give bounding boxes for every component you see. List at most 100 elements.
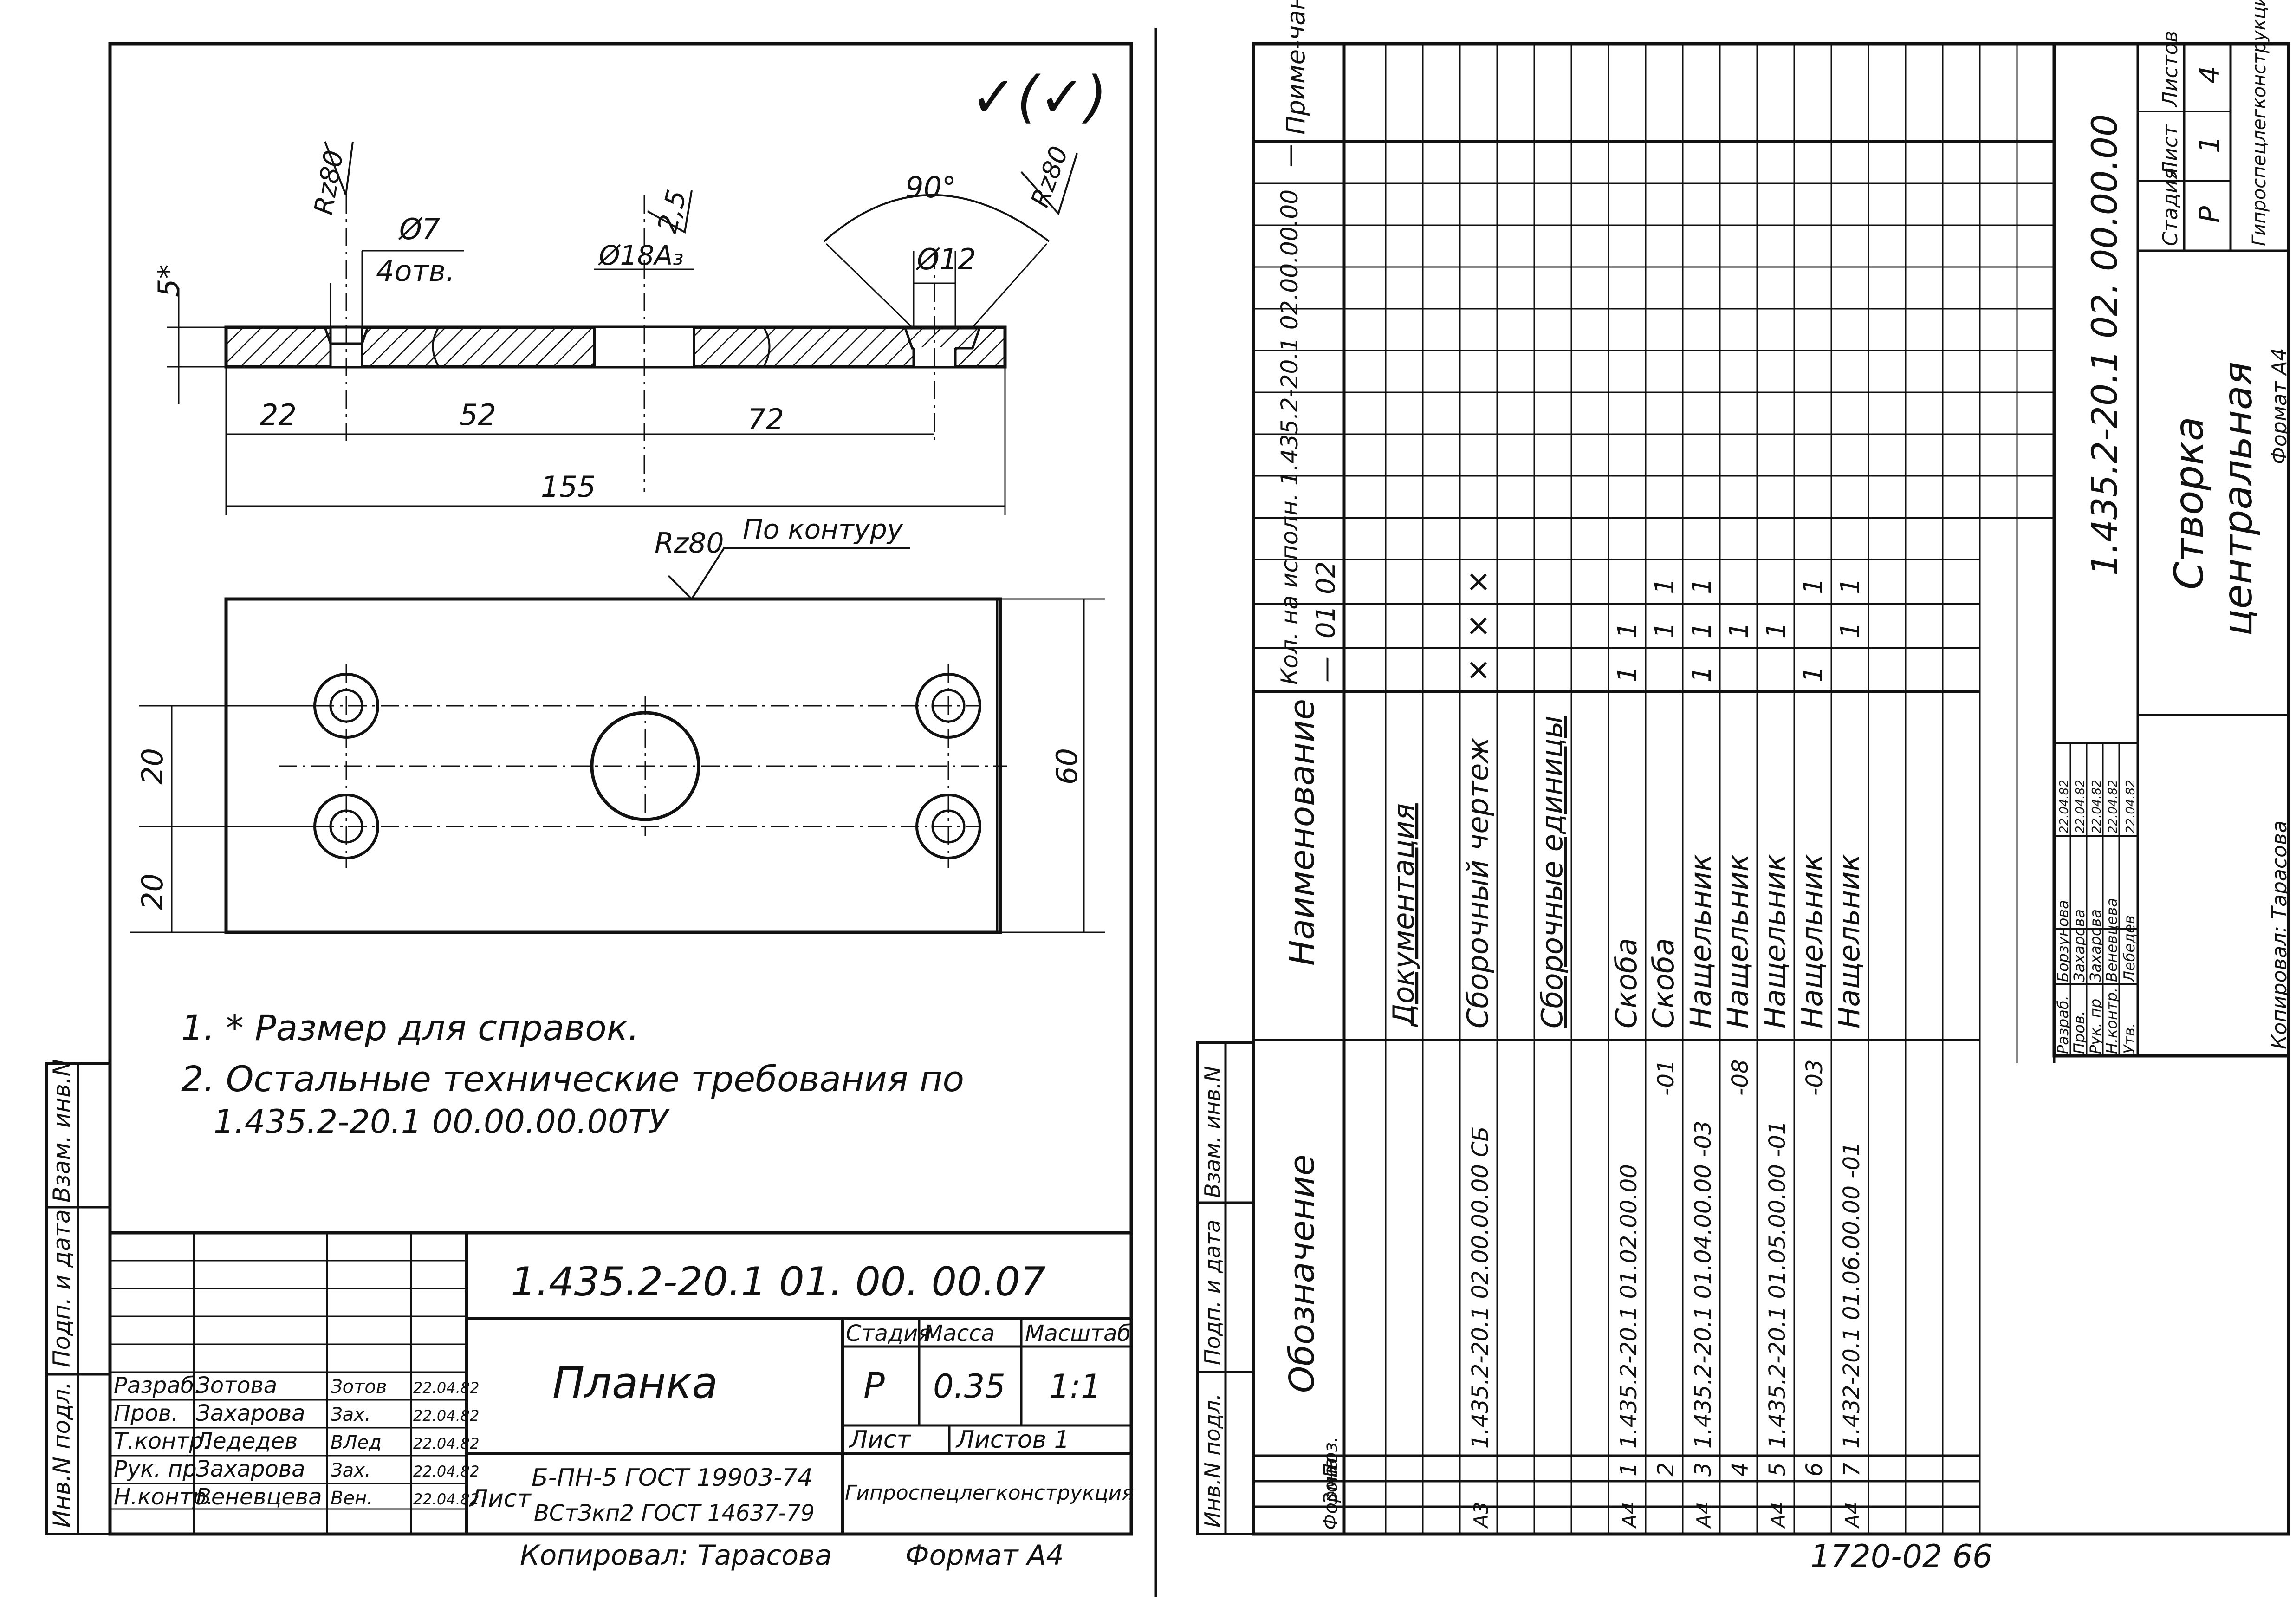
spec-table xyxy=(1252,42,2056,1534)
spec-row-qty-1: 1 xyxy=(1613,622,1643,638)
spec-row: Документация xyxy=(1387,803,1420,1028)
left-stamp-sign: Подп. и дата xyxy=(48,1209,75,1367)
note-2-ref: 1.435.2-20.1 00.00.00.00ТУ xyxy=(214,1103,670,1141)
left-tb-mass-header: Масса xyxy=(924,1321,995,1347)
spec-row-qty-2: 1 xyxy=(1798,578,1829,594)
dim-ref-5: 5* xyxy=(152,265,186,297)
right-tb-r3-date: 22.04.82 xyxy=(2106,780,2120,833)
spec-row: А4 1 1.435.2-20.1 01.02.00.00 Скоба 1 1 xyxy=(1609,622,1643,1529)
spec-row-pos: 5 xyxy=(1764,1462,1790,1477)
left-tb-name: Планка xyxy=(552,1358,718,1408)
spec-header-name: Наименование xyxy=(1282,699,1322,966)
left-tb-r2-date: 22.04.82 xyxy=(413,1435,480,1452)
spec-row: Сборочные единицы xyxy=(1535,716,1569,1028)
spec-row: 2 -01 Скоба 1 1 xyxy=(1647,578,1680,1477)
right-tb-org: Гипроспецлегконструкция xyxy=(2249,0,2270,246)
spec-row: А3 1.435.2-20.1 02.00.00.00 СБ Сборочный… xyxy=(1461,569,1495,1529)
spec-row-qty-0: × xyxy=(1461,657,1495,683)
right-tb-sheets: 4 xyxy=(2193,66,2226,84)
spec-row: А4 5 1.435.2-20.1 01.05.00.00 -01 Нащель… xyxy=(1758,622,1792,1529)
left-tb-r0-role: Разраб. xyxy=(114,1373,201,1399)
right-tb-r0-date: 22.04.82 xyxy=(2057,780,2071,833)
plan-dimensions: Rz80 По контуру 20 20 60 xyxy=(130,514,1105,933)
spec-row: А4 7 1.432-20.1 01.06.00.00 -01 Нащельни… xyxy=(1832,578,1866,1529)
spec-row-qty-2: 1 xyxy=(1836,578,1866,594)
dim-contour-rz80: Rz80 xyxy=(655,527,724,560)
right-tb-sheets-header: Листов xyxy=(2159,31,2182,108)
right-tb-r4-date: 22.04.82 xyxy=(2124,780,2138,833)
left-tb-r4-role: Н.контр. xyxy=(114,1484,214,1510)
right-tb-stage-header: Стадия xyxy=(2159,168,2182,246)
right-tb-r2-name: Захарова xyxy=(2087,909,2104,982)
right-tb-r1-role: Пров. xyxy=(2070,1011,2088,1054)
spec-row-name: Скоба xyxy=(1647,938,1680,1028)
spec-header-variant-1: 01 xyxy=(1311,605,1341,638)
dim-hole-rz80: Rz80 xyxy=(309,148,350,217)
left-tb-r4-name: Веневцева xyxy=(196,1484,322,1510)
right-tb-r3-name: Веневцева xyxy=(2103,898,2121,982)
right-tb-designation: 1.435.2-20.1 02. 00.00.00 xyxy=(2084,114,2125,576)
left-tb-r4-sign: Вен. xyxy=(331,1488,373,1509)
section-view xyxy=(224,195,1007,492)
spec-row-name: Скоба xyxy=(1609,938,1643,1028)
left-tb-mass: 0.35 xyxy=(933,1367,1005,1405)
spec-row-pos: 3 xyxy=(1690,1462,1716,1477)
spec-header-variant-2: 02 xyxy=(1311,561,1341,594)
spec-header-note: Приме-чание xyxy=(1281,0,1310,135)
spec-row-designation: -01 xyxy=(1653,1060,1679,1096)
right-stamp-replace: Взам. инв.N xyxy=(1200,1066,1225,1198)
spec-header-format: Формат xyxy=(1320,1454,1342,1530)
spec-row: А4 3 1.435.2-20.1 01.04.00.00 -03 Нащель… xyxy=(1684,578,1718,1529)
dim-contour-note: По контуру xyxy=(743,514,903,545)
left-tb-sheet-label: Лист xyxy=(849,1426,911,1454)
left-tb-r4-date: 22.04.82 xyxy=(413,1490,480,1508)
left-footer-format: Формат А4 xyxy=(905,1539,1064,1572)
general-roughness-symbol: ✓(✓) xyxy=(970,65,1107,130)
left-tb-scale-header: Масштаб xyxy=(1025,1321,1131,1347)
spec-row-pos: 1 xyxy=(1616,1462,1642,1477)
spec-row-qty-2: 1 xyxy=(1687,578,1717,594)
right-tb-r2-role: Рук. пр xyxy=(2087,999,2104,1054)
spec-row-name: Документация xyxy=(1387,803,1420,1028)
right-stamp-sign: Подп. и дата xyxy=(1200,1220,1225,1365)
dim-hole-qty: 4отв. xyxy=(376,254,455,288)
spec-row-designation: 1.435.2-20.1 01.05.00.00 -01 xyxy=(1764,1121,1790,1449)
spec-header-designation: Обозначение xyxy=(1282,1155,1322,1393)
right-stamp-inv: Инв.N подл. xyxy=(1200,1393,1225,1528)
right-tb-r1-name: Захарова xyxy=(2070,909,2088,982)
left-title-block: Разраб. Зотова Зотов 22.04.82 Пров. Заха… xyxy=(108,1231,1134,1536)
spec-row-pos: 6 xyxy=(1802,1462,1828,1477)
left-tb-stage: Р xyxy=(863,1365,885,1406)
spec-row-format: А4 xyxy=(1618,1502,1641,1529)
spec-row-name: Нащельник xyxy=(1684,854,1718,1028)
dim-angle-90: 90° xyxy=(905,170,956,204)
left-sheet: Инв.N подл. Подп. и дата Взам. инв.N ✓(✓… xyxy=(45,42,1134,1572)
left-tb-r0-sign: Зотов xyxy=(331,1376,387,1398)
right-tb-sheet: 1 xyxy=(2193,136,2226,153)
spec-header-qty: Кол. на исполн. 1.435.2-20.1 02.00.00.00 xyxy=(1276,189,1303,685)
spec-row-designation: 1.435.2-20.1 01.02.00.00 xyxy=(1616,1164,1642,1449)
left-tb-r2-role: Т.контр. xyxy=(114,1428,210,1454)
note-2: 2. Остальные технические требования по xyxy=(181,1058,964,1100)
left-tb-r2-sign: ВЛед xyxy=(331,1432,382,1453)
left-tb-r3-name: Захарова xyxy=(196,1456,305,1482)
spec-row-name: Сборочный чертеж xyxy=(1461,737,1495,1028)
left-tb-scale: 1:1 xyxy=(1049,1367,1102,1405)
dim-20-upper: 20 xyxy=(136,748,169,785)
spec-row-qty-2: × xyxy=(1461,569,1495,594)
left-tb-material-2: ВСтЗкп2 ГОСТ 14637-79 xyxy=(534,1500,815,1526)
spec-row-format: А4 xyxy=(1841,1502,1864,1529)
right-tb-sheet-header: Лист xyxy=(2159,124,2182,177)
spec-row-designation: 1.435.2-20.1 02.00.00.00 СБ xyxy=(1467,1126,1493,1449)
right-tb-name-2: центральная xyxy=(2215,362,2261,636)
dim-cs-rz80: Rz80 xyxy=(1025,142,1074,211)
spec-row-qty-1: 1 xyxy=(1650,622,1680,638)
spec-row-pos: 4 xyxy=(1727,1462,1753,1477)
dim-cs-d12: Ø12 xyxy=(915,242,976,276)
right-tb-name-1: Створка xyxy=(2166,416,2212,590)
spec-row-qty-0: 1 xyxy=(1613,666,1643,683)
spec-row-name: Нащельник xyxy=(1758,854,1792,1028)
right-tb-format: Формат А4 xyxy=(2268,348,2291,464)
dim-72: 72 xyxy=(747,403,784,436)
spec-row: 6 -03 Нащельник 1 1 xyxy=(1795,578,1829,1477)
